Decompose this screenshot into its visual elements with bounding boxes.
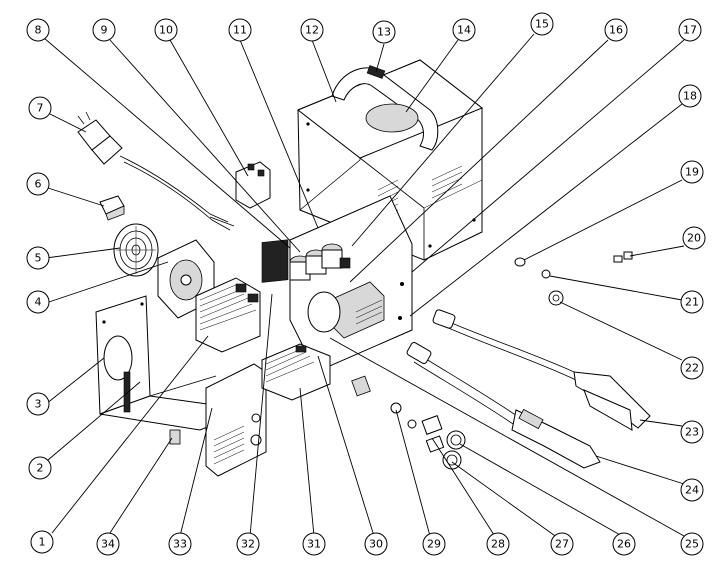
svg-text:3: 3 — [35, 398, 42, 411]
svg-text:28: 28 — [491, 538, 505, 551]
callout-16: 16 — [604, 18, 628, 42]
callout-1: 1 — [30, 530, 54, 554]
callout-6: 6 — [26, 172, 50, 196]
svg-text:23: 23 — [685, 426, 699, 439]
ground-clamp — [432, 309, 651, 431]
callout-34: 34 — [96, 532, 120, 556]
electrode-holder — [406, 342, 601, 469]
front-panel — [205, 363, 267, 477]
svg-text:16: 16 — [609, 24, 623, 37]
svg-text:10: 10 — [159, 24, 173, 37]
callout-28: 28 — [486, 532, 510, 556]
svg-text:29: 29 — [427, 538, 441, 551]
callout-25: 25 — [680, 532, 704, 556]
callout-8: 8 — [26, 18, 50, 42]
heatsink-assembly — [195, 277, 261, 353]
svg-text:9: 9 — [101, 24, 108, 37]
fan-guard — [113, 223, 159, 277]
power-plug-cable — [77, 111, 235, 231]
svg-text:13: 13 — [377, 26, 391, 39]
top-cover — [297, 59, 483, 261]
svg-text:20: 20 — [687, 232, 701, 245]
svg-text:12: 12 — [305, 24, 319, 37]
callout-group: 1 2 3 4 5 6 7 8 9 10 11 12 13 14 15 16 1… — [26, 12, 706, 556]
svg-text:5: 5 — [35, 252, 42, 265]
callout-21: 21 — [680, 290, 704, 314]
svg-text:22: 22 — [685, 362, 699, 375]
callout-2: 2 — [28, 456, 52, 480]
callout-24: 24 — [680, 478, 704, 502]
small-hardware — [514, 251, 633, 306]
svg-text:4: 4 — [35, 296, 42, 309]
svg-text:18: 18 — [683, 90, 697, 103]
callout-18: 18 — [678, 84, 702, 108]
small-heatsink — [261, 239, 289, 283]
callout-7: 7 — [28, 96, 52, 120]
terminal-block — [235, 161, 271, 209]
svg-text:30: 30 — [369, 538, 383, 551]
callout-23: 23 — [680, 420, 704, 444]
callout-31: 31 — [302, 532, 326, 556]
svg-text:7: 7 — [37, 102, 44, 115]
callout-27: 27 — [550, 532, 574, 556]
svg-text:19: 19 — [685, 166, 699, 179]
svg-text:25: 25 — [685, 538, 699, 551]
svg-text:14: 14 — [457, 24, 471, 37]
svg-text:33: 33 — [173, 538, 187, 551]
svg-text:17: 17 — [683, 24, 697, 37]
callout-12: 12 — [300, 18, 324, 42]
callout-11: 11 — [228, 18, 252, 42]
svg-text:1: 1 — [39, 536, 46, 549]
callout-19: 19 — [680, 160, 704, 184]
callout-22: 22 — [680, 356, 704, 380]
svg-text:34: 34 — [101, 538, 115, 551]
leader-lines — [43, 33, 685, 539]
callout-29: 29 — [422, 532, 446, 556]
svg-text:6: 6 — [35, 178, 42, 191]
svg-text:24: 24 — [685, 484, 699, 497]
svg-text:2: 2 — [37, 462, 44, 475]
svg-text:21: 21 — [685, 296, 699, 309]
svg-text:31: 31 — [307, 538, 321, 551]
svg-text:27: 27 — [555, 538, 569, 551]
parts-drawing — [77, 59, 651, 477]
callout-13: 13 — [372, 20, 396, 44]
callout-17: 17 — [678, 18, 702, 42]
main-pcb — [289, 195, 413, 373]
svg-text:11: 11 — [233, 24, 247, 37]
rectifier-heatsink — [261, 343, 331, 401]
callout-10: 10 — [154, 18, 178, 42]
callout-4: 4 — [26, 290, 50, 314]
callout-9: 9 — [92, 18, 116, 42]
svg-text:26: 26 — [617, 538, 631, 551]
callout-3: 3 — [26, 392, 50, 416]
power-switch — [169, 429, 181, 445]
callout-5: 5 — [26, 246, 50, 270]
callout-30: 30 — [364, 532, 388, 556]
callout-14: 14 — [452, 18, 476, 42]
svg-text:15: 15 — [535, 18, 549, 31]
callout-26: 26 — [612, 532, 636, 556]
svg-text:32: 32 — [241, 538, 255, 551]
callout-32: 32 — [236, 532, 260, 556]
cable-clamp — [99, 195, 125, 221]
callout-33: 33 — [168, 532, 192, 556]
callout-15: 15 — [530, 12, 554, 36]
callout-20: 20 — [682, 226, 706, 250]
svg-text:8: 8 — [35, 24, 42, 37]
